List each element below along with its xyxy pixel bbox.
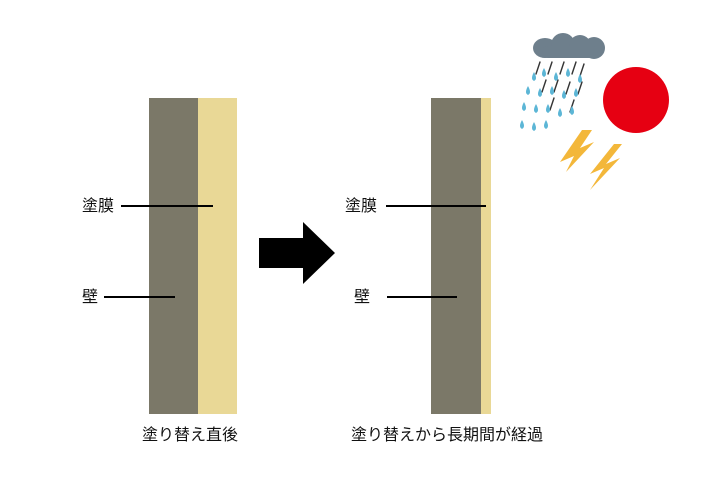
rain-icon [520,61,585,131]
wall-layer-before [149,98,198,414]
cloud-icon [533,33,605,59]
wall-leader-line-before [104,296,175,298]
sun-icon [603,67,669,133]
coating-leader-line-after [386,205,486,207]
coating-label-after: 塗膜 [345,196,378,215]
coating-leader-line-before [121,205,213,207]
right-arrow-icon [259,222,335,284]
wall-label-after: 壁 [354,287,371,306]
wall-leader-line-after [387,296,457,298]
coating-layer-before [198,98,237,414]
caption-after: 塗り替えから長期間が経過 [351,425,544,444]
caption-before: 塗り替え直後 [142,425,239,444]
coating-label-before: 塗膜 [82,196,115,215]
lightning-icon [560,130,622,190]
wall-layer-after [431,98,481,414]
coating-layer-after [481,98,491,414]
wall-label-before: 壁 [82,287,99,306]
